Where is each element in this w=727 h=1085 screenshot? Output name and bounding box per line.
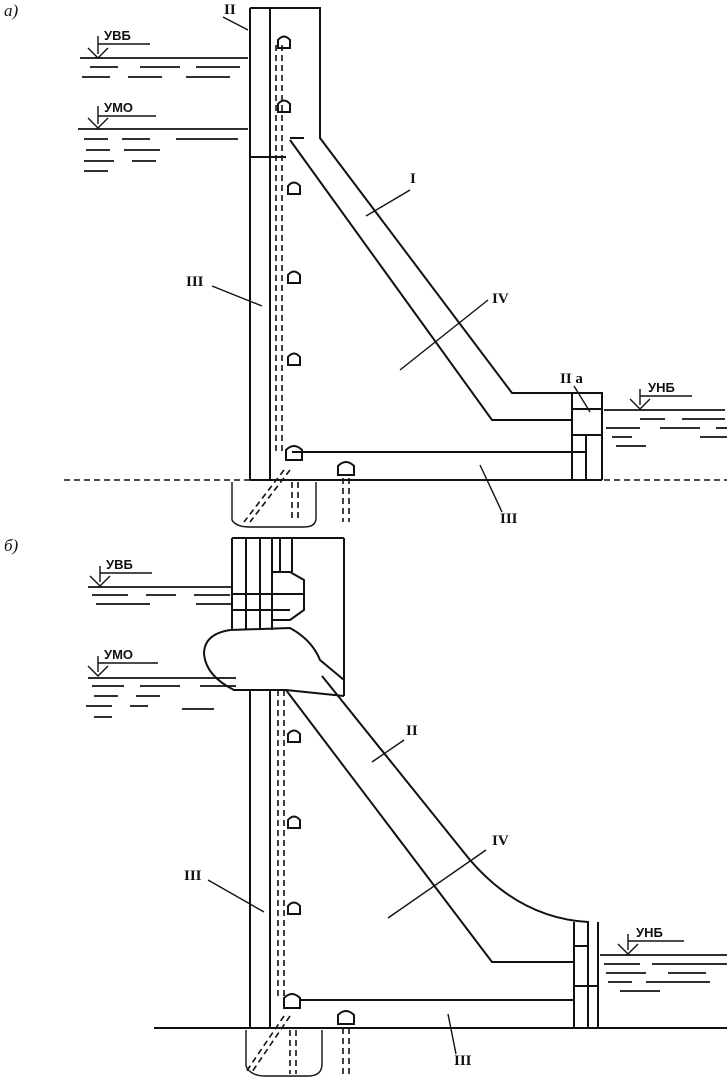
- figure-b-drainage: [245, 690, 355, 1077]
- figure-b-uvb-marker: УВБ: [89, 557, 152, 587]
- figure-a-uvb-label: УВБ: [104, 28, 131, 43]
- figure-a-zone-iv: IV: [492, 291, 509, 307]
- figure-a-unb-label: УНБ: [648, 380, 675, 395]
- figure-b-gate-structure: [202, 537, 345, 697]
- figure-b-zone-iii-left: III: [184, 868, 202, 884]
- figure-a-zone-labels: II I III IV II а III: [186, 2, 591, 527]
- figure-b-zone-iv: IV: [492, 833, 509, 849]
- figure-b-zone-labels: II IV III III: [184, 723, 509, 1069]
- figure-b-upstream-water: [86, 586, 236, 718]
- figure-a-dam-body: [249, 7, 603, 480]
- figure-a-umo-label: УМО: [104, 100, 133, 115]
- figure-a-uvb-marker: УВБ: [87, 28, 150, 59]
- figure-b-caption: б): [4, 536, 19, 555]
- figure-a: а) УВБ: [4, 1, 727, 528]
- figure-b-umo-marker: УМО: [87, 647, 158, 677]
- figure-a-zone-iia: II а: [560, 371, 583, 387]
- figure-b-downstream-water: [600, 954, 727, 992]
- figure-b-dam-body: [249, 675, 599, 1028]
- figure-a-downstream-water: [604, 409, 727, 447]
- figure-a-zone-i: I: [410, 171, 416, 187]
- figure-b-unb-label: УНБ: [636, 925, 663, 940]
- figure-b-unb-marker: УНБ: [617, 925, 684, 955]
- figure-a-umo-marker: УМО: [87, 100, 156, 129]
- figure-b-zone-ii: II: [406, 723, 418, 739]
- figure-a-unb-marker: УНБ: [629, 380, 692, 410]
- figure-b-zone-iii-bottom: III: [454, 1053, 472, 1069]
- figure-b-uvb-label: УВБ: [106, 557, 133, 572]
- figure-a-caption: а): [4, 1, 19, 20]
- figure-a-upstream-water: [78, 57, 248, 172]
- figure-a-zone-iii-bottom: III: [500, 511, 518, 527]
- figure-a-zone-iii-left: III: [186, 274, 204, 290]
- figure-b-umo-label: УМО: [104, 647, 133, 662]
- figure-a-drainage: [231, 35, 355, 528]
- figure-a-zone-ii: II: [224, 2, 236, 18]
- figure-b: б) УВБ: [4, 536, 727, 1077]
